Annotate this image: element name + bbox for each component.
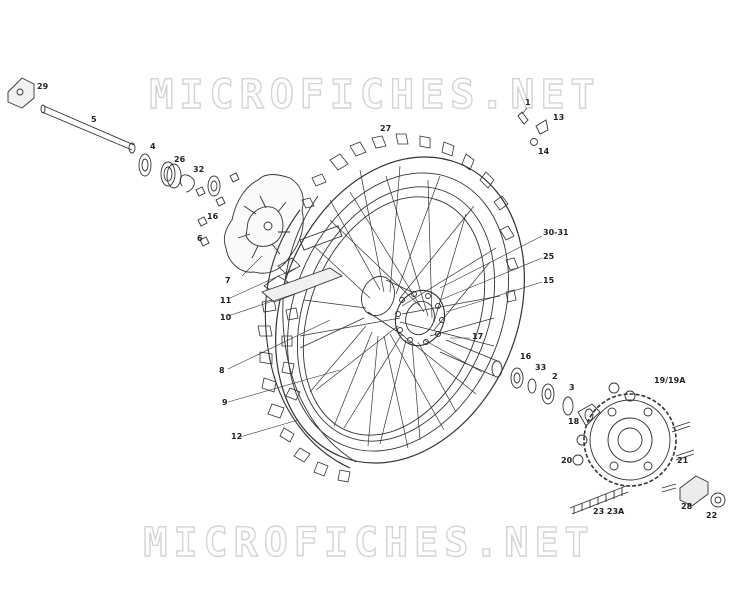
mud-guard-10 [261, 267, 343, 303]
axle-5 [40, 104, 136, 154]
seal-3 [562, 396, 574, 416]
seal-33 [527, 378, 537, 394]
adjuster-28 [679, 475, 709, 507]
callout-label: 6 [197, 234, 203, 243]
sprocket-19 [583, 393, 677, 487]
callout-label: 33 [535, 363, 547, 372]
leader-lines [227, 107, 543, 438]
clip-32 [179, 174, 195, 193]
callout-label: 29 [37, 82, 49, 91]
disc-bolts-6 [195, 172, 240, 247]
brake-disc-7 [223, 174, 304, 274]
spacer-17 [439, 339, 503, 378]
callout-label: 10 [220, 313, 232, 322]
callout-label: 9 [222, 398, 228, 407]
callout-label: 1 [525, 98, 531, 107]
callout-label: 7 [225, 276, 231, 285]
callout-label: 11 [220, 296, 232, 305]
callout-label: 20 [561, 456, 573, 465]
nut-14 [530, 138, 538, 146]
callout-label: 16 [520, 352, 532, 361]
callout-label: 12 [231, 432, 243, 441]
nuts-20 [572, 382, 636, 466]
callout-label: 3 [569, 383, 575, 392]
axle-block-29 [7, 77, 35, 109]
bearing-2 [541, 383, 555, 405]
callout-label: 2 [552, 372, 558, 381]
callout-label: 21 [677, 456, 689, 465]
tyre-27 [257, 133, 525, 483]
callout-label: 25 [543, 252, 555, 261]
watermark-top: MICROFICHES.NET [149, 71, 601, 118]
bolts-21 [661, 421, 695, 493]
callout-label: 16 [207, 212, 219, 221]
hub-15 [361, 275, 446, 347]
spacer-11 [299, 225, 343, 251]
callout-label: 30-31 [543, 228, 569, 237]
callout-label: 4 [150, 142, 156, 151]
callout-label: 22 [706, 511, 718, 520]
callout-label: 17 [472, 332, 484, 341]
callout-label: 13 [553, 113, 565, 122]
callout-label: 26 [174, 155, 186, 164]
callout-label: 15 [543, 276, 555, 285]
callout-label: 14 [538, 147, 550, 156]
valve-1 [517, 111, 529, 125]
callout-label: 28 [681, 502, 693, 511]
callout-label: 19/19A [654, 376, 686, 385]
valve-cap-13 [535, 119, 549, 135]
spokes-8-9 [299, 165, 501, 449]
seal-26 [160, 161, 182, 189]
bearing-4 [138, 153, 152, 177]
nut-22 [710, 492, 726, 508]
bearing-16-right [510, 367, 524, 389]
callout-label: 23 23A [593, 507, 625, 516]
callout-label: 18 [568, 417, 580, 426]
watermark-bottom: MICROFICHES.NET [143, 519, 595, 566]
nipples-25 [395, 291, 445, 345]
callout-label: 5 [91, 115, 97, 124]
chain-23 [569, 485, 629, 515]
bearing-16-left [207, 175, 221, 197]
callout-label: 8 [219, 366, 225, 375]
callout-label: 27 [380, 124, 392, 133]
callout-label: 32 [193, 165, 205, 174]
carrier-18 [577, 403, 601, 427]
